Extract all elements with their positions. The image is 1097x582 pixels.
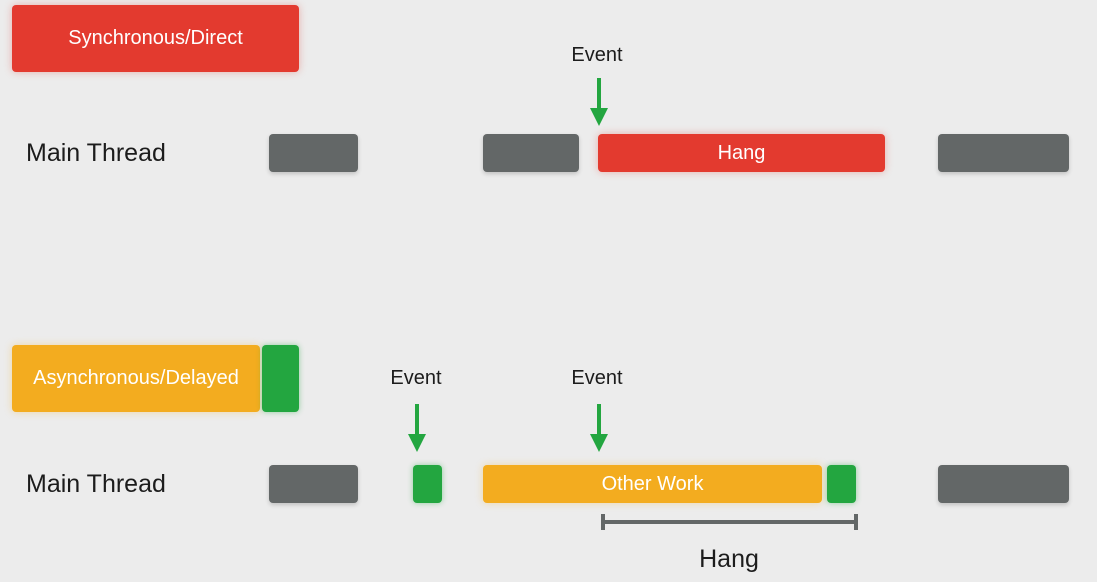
async-thread-label: Main Thread (26, 470, 166, 498)
async-event2-arrow-icon (590, 404, 608, 452)
sync-work-block-1 (269, 134, 358, 172)
sync-thread-label: Main Thread (26, 139, 166, 167)
sync-work-block-3 (938, 134, 1069, 172)
async-work-block-1 (269, 465, 358, 503)
sync-event-arrow-icon (590, 78, 608, 126)
sync-work-block-2 (483, 134, 579, 172)
async-event1-label: Event (390, 367, 442, 389)
async-event-block-1 (413, 465, 442, 503)
async-work-block-2 (938, 465, 1069, 503)
async-other-work-label: Other Work (601, 472, 704, 495)
async-event-block-2 (827, 465, 856, 503)
async-hang-label: Hang (699, 545, 759, 573)
async-title-green-block (262, 345, 299, 412)
sync-hang-label: Hang (717, 141, 766, 164)
sync-hang-block: Hang (598, 134, 885, 172)
async-title-badge: Asynchronous/Delayed (12, 345, 260, 412)
async-title-text: Asynchronous/Delayed (33, 367, 239, 389)
async-event2-label: Event (571, 367, 623, 389)
sync-event-label: Event (571, 44, 623, 66)
async-other-work-block: Other Work (483, 465, 822, 503)
async-hang-bracket (601, 514, 858, 530)
sync-title-badge: Synchronous/Direct (12, 5, 299, 72)
async-event1-arrow-icon (408, 404, 426, 452)
sync-title-text: Synchronous/Direct (68, 27, 243, 49)
